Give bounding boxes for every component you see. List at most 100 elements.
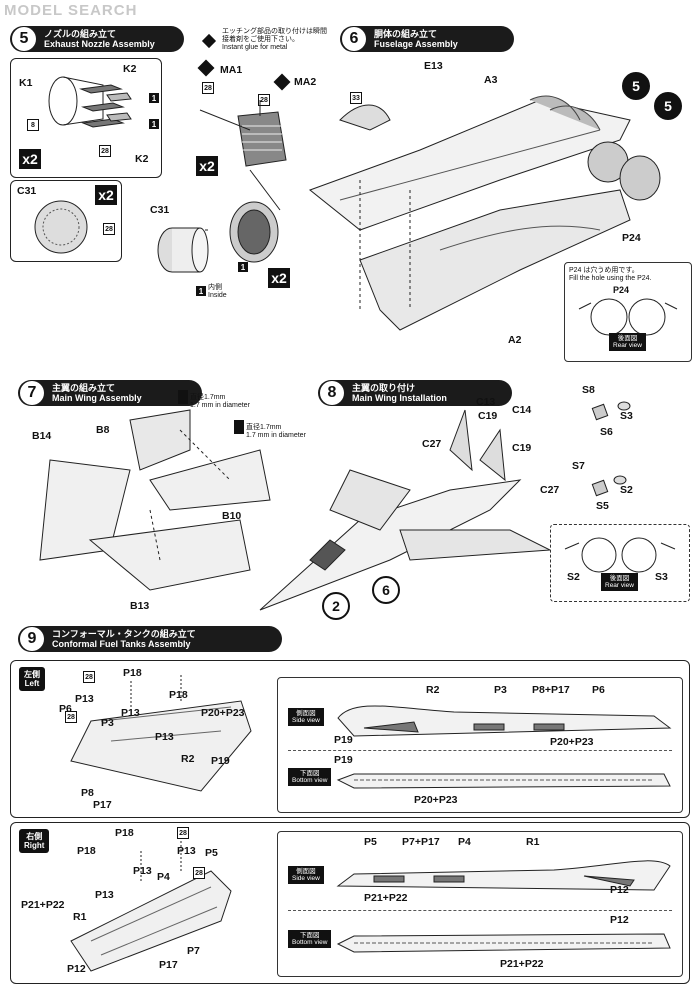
step6-title-en: Fuselage Assembly	[374, 39, 458, 49]
right-side-p5: P5	[364, 836, 377, 848]
right-bottom-p21p22: P21+P22	[500, 958, 544, 970]
part-1b: 1	[149, 119, 159, 129]
step8-title-en: Main Wing Installation	[352, 393, 447, 403]
left-part-28: 28	[83, 671, 95, 683]
part-ma1: MA1	[220, 64, 243, 76]
right-part-p18-b: P18	[77, 845, 96, 857]
step8-number: 8	[320, 381, 344, 405]
part-33: 33	[350, 92, 362, 104]
right-part-p12: P12	[67, 963, 86, 975]
step9-title-jp: コンフォーマル・タンクの組み立て	[52, 629, 196, 639]
left-part-p19: P19	[211, 755, 230, 767]
left-part-r2: R2	[181, 753, 195, 765]
right-part-p4: P4	[157, 871, 170, 883]
step5-title-jp: ノズルの組み立て	[44, 29, 117, 39]
part-28: 28	[99, 145, 111, 157]
right-side-p7p17: P7+P17	[402, 836, 440, 848]
left-part-p13-a: P13	[75, 693, 94, 705]
step5-title-en: Exhaust Nozzle Assembly	[44, 39, 155, 49]
left-side-p20p23: P20+P23	[550, 736, 594, 748]
rear-view-drawing	[578, 298, 678, 336]
left-part-p18-b: P18	[169, 689, 188, 701]
x2-badge-etch: x2	[196, 156, 218, 176]
right-side-r1: R1	[526, 836, 540, 848]
part-28-ma2: 28	[258, 94, 270, 106]
step8-title-jp: 主翼の取り付け	[352, 383, 416, 393]
right-bottom-p12: P12	[610, 914, 629, 926]
nozzle-parts-drawing	[48, 76, 132, 128]
ref-step5-circle-a: 5	[622, 72, 650, 100]
left-part-p8: P8	[81, 787, 94, 799]
part-a3: A3	[484, 74, 498, 86]
x2-badge-c31: x2	[95, 185, 117, 205]
left-bottom-p20p23: P20+P23	[414, 794, 458, 806]
right-side-p21p22: P21+P22	[364, 892, 408, 904]
right-part-p21p22: P21+P22	[21, 899, 65, 911]
part-c14: C14	[512, 404, 532, 416]
left-tank-drawing	[70, 675, 252, 792]
c31-cap-drawing	[157, 227, 209, 273]
step8-header: 8 主翼の取り付け Main Wing Installation	[318, 380, 512, 406]
right-part-p13-c: P13	[95, 889, 114, 901]
ref-step6-circle: 6	[372, 576, 400, 604]
p24-note-part: P24	[613, 285, 630, 295]
part-c31-box: C31	[17, 185, 37, 197]
left-side-view-drawing	[337, 705, 672, 737]
part-k1: K1	[19, 77, 33, 89]
part-1d-inside: 1	[196, 286, 206, 296]
p24-note: P24 は穴うめ用です。Fill the hole using the P24.	[569, 267, 652, 282]
part-1a: 1	[149, 93, 159, 103]
right-part-28-b: 28	[193, 867, 205, 879]
part-s8: S8	[582, 384, 595, 396]
ref-step5-circle-b: 5	[654, 92, 682, 120]
ma2-marker	[273, 73, 291, 91]
part-s5: S5	[596, 500, 609, 512]
part-k2-bottom: K2	[135, 153, 149, 165]
part-s3-a: S3	[620, 410, 633, 422]
glue-diamond-icon	[201, 33, 217, 49]
watermark: MODEL SEARCH	[4, 2, 138, 19]
part-s2-b: S2	[567, 571, 580, 583]
part-1c: 1	[238, 262, 248, 272]
c31-part-drawing	[34, 200, 88, 254]
part-c27-a: C27	[422, 438, 442, 450]
part-a2: A2	[508, 334, 522, 346]
drill-icon-2	[234, 420, 244, 434]
step7-number: 7	[20, 381, 44, 405]
step5-c31-subpanel: C31 x2 28	[10, 180, 122, 262]
left-part-p18-a: P18	[123, 667, 142, 679]
right-part-p5: P5	[205, 847, 218, 859]
right-part-28: 28	[177, 827, 189, 839]
right-side-view-drawing	[336, 860, 671, 891]
left-side-p6: P6	[592, 684, 605, 696]
step7-title-en: Main Wing Assembly	[52, 393, 142, 403]
step7-header: 7 主翼の組み立て Main Wing Assembly	[18, 380, 202, 406]
part-c19-b: C19	[512, 442, 532, 454]
step5-header: 5 ノズルの組み立て Exhaust Nozzle Assembly	[10, 26, 184, 52]
part-k2-top: K2	[123, 63, 137, 75]
left-part-p3: P3	[101, 717, 114, 729]
right-part-p7: P7	[187, 945, 200, 957]
aircraft-drawing	[259, 409, 552, 611]
step7-title-jp: 主翼の組み立て	[52, 383, 116, 393]
right-side-p12: P12	[610, 884, 629, 896]
nozzle-assembly-drawing	[170, 100, 287, 263]
x2-badge-nozzle: x2	[268, 268, 290, 288]
p24-note-box: P24 は穴うめ用です。Fill the hole using the P24.…	[564, 262, 692, 362]
left-side-r2: R2	[426, 684, 440, 696]
part-28-ma1: 28	[202, 82, 214, 94]
step5-number: 5	[12, 27, 36, 51]
left-part-p17: P17	[93, 799, 112, 811]
step5-glue-note: エッチング部品の取り付けは瞬間接着剤をご使用下さい。 Instant glue …	[222, 28, 327, 51]
left-side-p3: P3	[494, 684, 507, 696]
